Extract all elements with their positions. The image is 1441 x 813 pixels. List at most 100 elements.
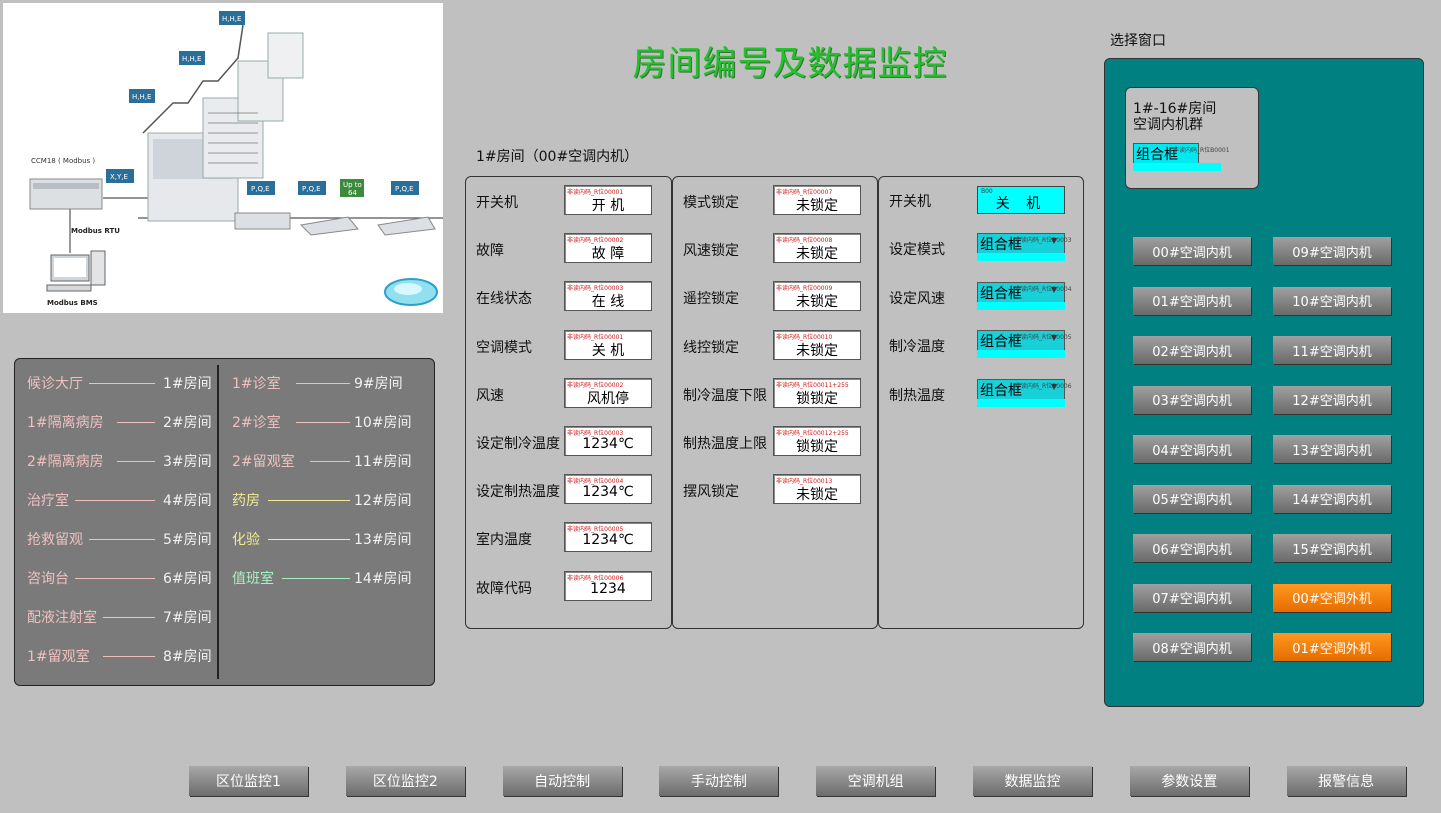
outdoor-unit-button[interactable]: 01#空调外机 xyxy=(1273,633,1391,661)
field-label: 线控锁定 xyxy=(683,339,739,356)
group-label-line2: 空调内机群 xyxy=(1133,117,1203,133)
value-text: 故 障 xyxy=(591,246,625,263)
combo-strip xyxy=(977,398,1065,407)
room-area-name: 值班室 xyxy=(232,571,274,587)
indoor-unit-button[interactable]: 13#空调内机 xyxy=(1273,435,1391,463)
room-area-name: 2#留观室 xyxy=(232,454,295,470)
combo-value: 组合框 xyxy=(980,285,1022,302)
indoor-unit-button[interactable]: 08#空调内机 xyxy=(1133,633,1251,661)
combo-value: 组合框 xyxy=(980,382,1022,399)
nav-button[interactable]: 区位监控2 xyxy=(345,766,465,796)
value-tag: 非读内码_R位00013 xyxy=(776,478,833,486)
indoor-unit-icon xyxy=(234,212,436,236)
outdoor-unit-button[interactable]: 00#空调外机 xyxy=(1273,583,1391,612)
nav-button[interactable]: 手动控制 xyxy=(659,766,779,796)
indoor-unit-button[interactable]: 05#空调内机 xyxy=(1133,484,1251,513)
group-label: 1#-16#房间 空调内机群 xyxy=(1133,101,1216,133)
room-area-name: 治疗室 xyxy=(27,493,69,509)
setting-combo-select[interactable]: 组合框非读内码_R位B0006▼ xyxy=(977,378,1072,407)
chevron-down-icon: ▼ xyxy=(1050,333,1057,342)
nav-button[interactable]: 自动控制 xyxy=(502,766,622,796)
combo-label: 设定风速 xyxy=(889,290,945,307)
value-text: 锁锁定 xyxy=(796,390,838,407)
indoor-unit-button[interactable]: 04#空调内机 xyxy=(1133,435,1251,463)
field-label: 制冷温度下限 xyxy=(683,387,767,404)
setting-combo-select[interactable]: 组合框非读内码_R位B0004▼ xyxy=(977,281,1072,310)
power-tag: B00 xyxy=(981,188,993,195)
room-map-connector xyxy=(296,422,350,423)
outdoor-unit-icon xyxy=(147,32,304,222)
group-combo-value: 组合框 xyxy=(1136,147,1178,163)
setting-combo-select[interactable]: 组合框非读内码_R位B0005▼ xyxy=(977,330,1072,358)
nav-button[interactable]: 数据监控 xyxy=(973,766,1092,796)
settings-panel: 开关机 B00 关 机 设定模式组合框非读内码_R位B0003▼设定风速组合框非… xyxy=(878,176,1084,629)
power-toggle-button[interactable]: B00 关 机 xyxy=(977,186,1065,214)
value-text: 1234℃ xyxy=(582,484,634,501)
indoor-unit-button[interactable]: 01#空调内机 xyxy=(1133,286,1251,315)
room-number: 11#房间 xyxy=(354,454,412,470)
indoor-unit-button[interactable]: 15#空调内机 xyxy=(1273,534,1391,562)
nav-button[interactable]: 空调机组 xyxy=(816,766,936,796)
room-area-name: 配液注射室 xyxy=(27,610,97,626)
field-label: 故障 xyxy=(476,243,504,260)
setting-combo-select[interactable]: 组合框非读内码_R位B0003▼ xyxy=(977,233,1072,261)
room-area-name: 咨询台 xyxy=(27,571,69,587)
indoor-unit-button[interactable]: 03#空调内机 xyxy=(1133,385,1251,414)
indoor-unit-button[interactable]: 00#空调内机 xyxy=(1133,237,1251,265)
value-tag: 非读内码_R位00010 xyxy=(776,333,833,341)
indoor-unit-button[interactable]: 06#空调内机 xyxy=(1133,534,1251,562)
value-text: 未锁定 xyxy=(796,246,838,263)
room-map-connector xyxy=(296,383,350,384)
nav-button[interactable]: 区位监控1 xyxy=(189,766,308,796)
room-area-name: 1#诊室 xyxy=(232,376,281,392)
value-text: 在 线 xyxy=(591,294,625,311)
field-label: 制热温度上限 xyxy=(683,436,767,452)
value-tag: 非读内码_R位00002 xyxy=(567,381,624,389)
room-map-connector xyxy=(117,461,155,462)
indoor-unit-button[interactable]: 10#空调内机 xyxy=(1273,286,1391,315)
value-tag: 非读内码_R位00011+255 xyxy=(776,381,849,389)
room-number: 4#房间 xyxy=(163,493,212,509)
upto-tag-line1: Up to xyxy=(343,181,362,189)
indoor-unit-button[interactable]: 12#空调内机 xyxy=(1273,385,1391,414)
value-tag: 非读内码_R位00005 xyxy=(567,526,624,534)
value-tag: 非读内码_R位00003 xyxy=(567,430,624,437)
room-area-name: 1#隔离病房 xyxy=(27,415,104,431)
room-map-connector xyxy=(75,578,155,579)
pqe-tag: P,Q,E xyxy=(395,185,414,193)
combo-value: 组合框 xyxy=(980,334,1022,350)
indoor-unit-button[interactable]: 07#空调内机 xyxy=(1133,583,1251,612)
nav-button[interactable]: 报警信息 xyxy=(1286,766,1406,796)
nav-button[interactable]: 参数设置 xyxy=(1129,766,1249,796)
field-label: 遥控锁定 xyxy=(683,291,739,308)
indoor-unit-button[interactable]: 11#空调内机 xyxy=(1273,336,1391,364)
combo-label: 制冷温度 xyxy=(889,339,945,355)
value-tag: 非读内码_R位00006 xyxy=(567,574,624,582)
value-tag: 非读内码_R位00001 xyxy=(567,333,624,341)
indoor-unit-button[interactable]: 02#空调内机 xyxy=(1133,336,1251,364)
room-map-row: 配液注射室 7#房间 xyxy=(27,607,212,629)
field-label: 空调模式 xyxy=(476,339,532,356)
combo-tag: 非读内码_R位B0003 xyxy=(1015,237,1072,244)
indoor-unit-button[interactable]: 09#空调内机 xyxy=(1273,237,1391,265)
value-tag: 非读内码_R位00002 xyxy=(567,237,624,245)
hhe-tag: H,H,E xyxy=(182,55,201,63)
group-combo-select[interactable]: 组合框 非读内码_R位B0001 xyxy=(1133,143,1230,171)
room-number: 7#房间 xyxy=(163,610,212,626)
group-combo-strip xyxy=(1133,163,1221,171)
gateway-icon xyxy=(29,178,103,210)
value-tag: 非读内码_R位00004 xyxy=(567,478,624,486)
select-window-title: 选择窗口 xyxy=(1110,33,1166,49)
field-label: 风速锁定 xyxy=(683,243,739,260)
indoor-unit-button[interactable]: 14#空调内机 xyxy=(1273,484,1391,513)
